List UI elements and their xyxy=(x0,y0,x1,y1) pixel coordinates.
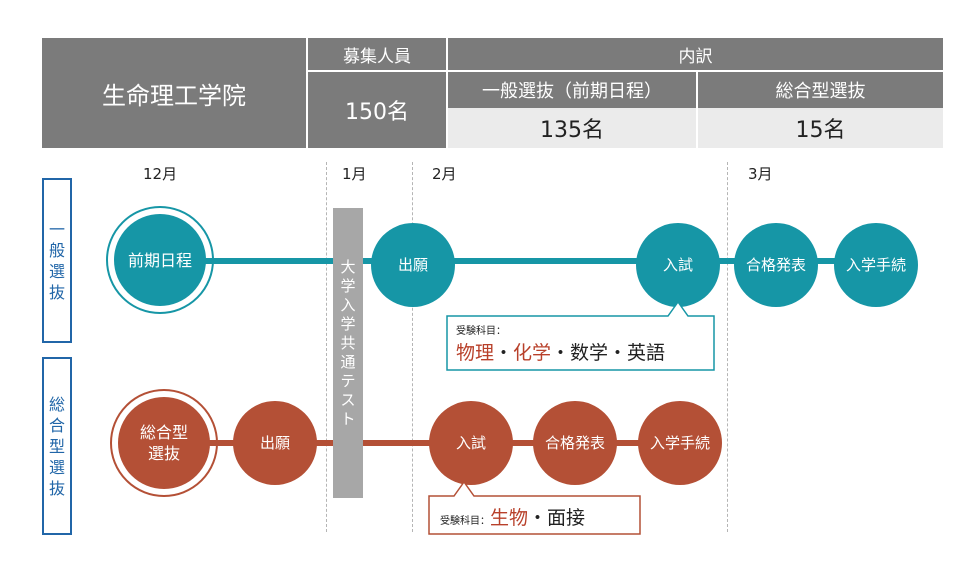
divider-jan xyxy=(326,162,327,532)
comprehensive-enroll-node: 入学手続 xyxy=(638,401,722,485)
general-label-cell: 一般選抜（前期日程） xyxy=(448,72,696,108)
common-test-char: テ xyxy=(340,372,356,390)
divider-feb xyxy=(412,162,413,532)
general-exam-node: 入試 xyxy=(636,223,720,307)
breakdown-header-cell: 内訳 xyxy=(448,38,943,70)
common-test-char: 共 xyxy=(340,334,356,352)
comprehensive-pass-node: 合格発表 xyxy=(533,401,617,485)
common-test-bar: 大 学 入 学 共 通 テ ス ト xyxy=(333,208,363,498)
common-test-char: ト xyxy=(340,410,356,428)
general-apply-label: 出願 xyxy=(397,255,428,274)
general-exam-label: 入試 xyxy=(662,255,693,274)
general-quota-label: 一般選抜（前期日程） xyxy=(482,81,662,102)
comprehensive-start-line1: 総合型 xyxy=(139,423,188,442)
subject-chemistry: 化学 xyxy=(513,342,552,364)
general-apply-node: 出願 xyxy=(371,223,455,307)
comprehensive-exam-label: 入試 xyxy=(455,433,486,452)
common-test-char: ス xyxy=(340,391,356,409)
comprehensive-pass-label: 合格発表 xyxy=(544,433,605,452)
comprehensive-start-line2: 選抜 xyxy=(147,444,180,463)
subject-math-english: ・数学・英語 xyxy=(551,342,666,364)
common-test-char: 通 xyxy=(340,353,356,371)
general-enroll-node: 入学手続 xyxy=(834,223,918,307)
general-subjects-label: 受験科目： xyxy=(456,326,506,337)
general-enroll-label: 入学手続 xyxy=(845,255,906,274)
general-label-char: 般 xyxy=(48,240,65,260)
general-value-cell: 135名 xyxy=(448,108,696,148)
comprehensive-label-char: 総 xyxy=(48,394,65,414)
comprehensive-timeline-bar xyxy=(165,440,680,446)
general-pass-node: 合格発表 xyxy=(734,223,818,307)
subject-physics: 物理 xyxy=(456,342,495,364)
general-pass-label: 合格発表 xyxy=(745,255,806,274)
general-subjects-callout-frame xyxy=(446,300,715,371)
subject-separator: ・ xyxy=(494,342,514,364)
divider-mar xyxy=(727,162,728,532)
comprehensive-label-char: 合 xyxy=(48,415,65,435)
comprehensive-label-cell: 総合型選抜 xyxy=(698,72,943,108)
general-start-label: 前期日程 xyxy=(127,250,192,270)
comprehensive-start-ring xyxy=(110,389,218,497)
comprehensive-quota-label: 総合型選抜 xyxy=(775,81,866,102)
general-subjects: 受験科目： 物理・化学・数学・英語 xyxy=(456,322,711,365)
general-start-node: 前期日程 xyxy=(114,214,206,306)
breakdown-label: 内訳 xyxy=(678,46,713,67)
quota-value-cell: 150名 xyxy=(308,72,446,148)
subject-interview: ・面接 xyxy=(528,507,586,529)
month-jan: 1月 xyxy=(342,165,367,183)
quota-label: 募集人員 xyxy=(343,46,411,67)
subject-biology: 生物 xyxy=(490,507,529,529)
month-feb: 2月 xyxy=(432,165,457,183)
comprehensive-subjects-callout-frame xyxy=(428,480,641,535)
comprehensive-quota-value: 15名 xyxy=(795,118,846,143)
common-test-char: 大 xyxy=(340,258,356,276)
quota-value: 150名 xyxy=(345,100,409,125)
comprehensive-start-node: 総合型 選抜 xyxy=(118,397,210,489)
comprehensive-label-char: 選 xyxy=(48,457,65,477)
school-name: 生命理工学院 xyxy=(102,81,246,110)
comprehensive-subjects-label: 受験科目： xyxy=(440,516,490,527)
general-label-char: 抜 xyxy=(48,282,65,302)
comprehensive-exam-node: 入試 xyxy=(429,401,513,485)
comprehensive-value-cell: 15名 xyxy=(698,108,943,148)
comprehensive-enroll-label: 入学手続 xyxy=(649,433,710,452)
common-test-char: 学 xyxy=(340,277,356,295)
general-start-ring xyxy=(106,206,214,314)
general-row-label: 一 般 選 抜 xyxy=(42,178,72,343)
comprehensive-label-char: 型 xyxy=(48,436,65,456)
general-timeline-bar xyxy=(160,258,880,264)
month-mar: 3月 xyxy=(748,165,773,183)
month-dec: 12月 xyxy=(143,165,178,183)
general-quota-value: 135名 xyxy=(540,118,604,143)
general-label-char: 一 xyxy=(48,219,65,239)
comprehensive-apply-label: 出願 xyxy=(259,433,290,452)
comprehensive-apply-node: 出願 xyxy=(233,401,317,485)
common-test-char: 学 xyxy=(340,315,356,333)
comprehensive-subjects: 受験科目： 生物・面接 xyxy=(440,503,640,530)
comprehensive-label-char: 抜 xyxy=(48,478,65,498)
general-label-char: 選 xyxy=(48,261,65,281)
school-name-cell: 生命理工学院 xyxy=(42,38,306,148)
quota-header-cell: 募集人員 xyxy=(308,38,446,70)
comprehensive-row-label: 総 合 型 選 抜 xyxy=(42,357,72,535)
common-test-char: 入 xyxy=(340,296,356,314)
